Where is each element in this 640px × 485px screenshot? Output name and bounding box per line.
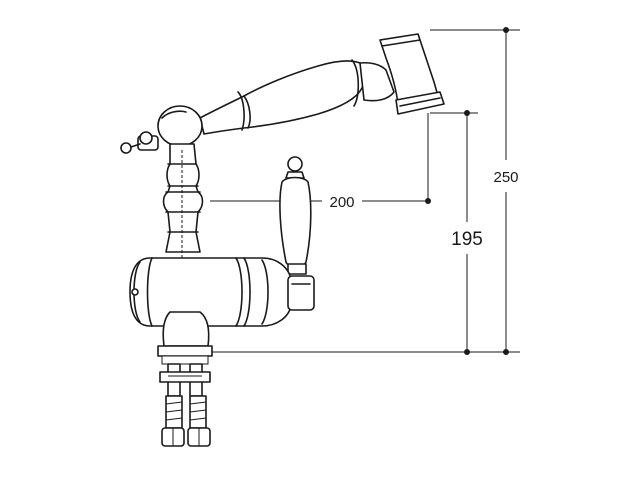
- dimension-labels: 200 195 250: [329, 169, 518, 250]
- dim-endpoint: [464, 349, 470, 355]
- hose-braid: [165, 401, 183, 421]
- lever-grip: [279, 176, 312, 268]
- lever-collar: [285, 171, 305, 179]
- dim-endpoint: [464, 110, 470, 116]
- spout-neck: [359, 61, 395, 102]
- spout-ring: [237, 91, 245, 131]
- swivel-joint: [120, 105, 203, 154]
- spout-ring: [243, 95, 251, 129]
- reach-label: 200: [329, 194, 354, 211]
- lever-handle: [279, 156, 312, 275]
- side-knob: [139, 131, 153, 145]
- dimension-lines: [179, 27, 520, 355]
- valve-ring: [261, 259, 269, 325]
- hose-braid: [189, 401, 207, 421]
- valve-body: [129, 257, 315, 327]
- spout-handle-body: [199, 60, 366, 135]
- spout-handle: [199, 33, 445, 135]
- faucet-column: [162, 143, 204, 262]
- valve-end-ring: [146, 257, 153, 327]
- shower-head-rim: [381, 39, 421, 47]
- valve-ring: [235, 257, 243, 327]
- valve-body-shell: [129, 257, 293, 327]
- faucet-base: [157, 311, 213, 447]
- spout-height-label: 195: [451, 229, 483, 250]
- dim-endpoint: [503, 349, 509, 355]
- base-washer: [161, 355, 209, 365]
- dim-endpoint: [425, 198, 431, 204]
- lever-stem: [287, 263, 307, 275]
- shower-head-outlet: [395, 91, 445, 115]
- valve-ring: [243, 257, 251, 327]
- base-flange: [157, 345, 213, 357]
- side-knob-tip: [120, 142, 132, 154]
- column-body: [162, 143, 204, 253]
- side-knob-connector: [130, 143, 141, 148]
- valve-screw: [131, 288, 139, 296]
- spout-ring: [351, 59, 360, 107]
- dim-endpoint: [503, 27, 509, 33]
- base-neck: [162, 311, 210, 347]
- lever-cap: [287, 156, 303, 172]
- shower-head-outlet-ring: [399, 97, 441, 107]
- total-height-label: 250: [493, 169, 518, 186]
- shank-nut: [159, 371, 211, 383]
- cartridge-nut: [287, 275, 315, 311]
- swivel-ball-detail: [161, 110, 187, 119]
